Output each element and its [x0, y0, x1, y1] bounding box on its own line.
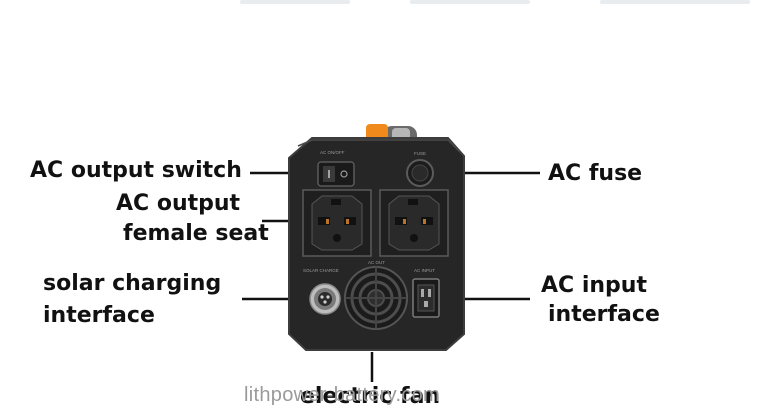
label-ac-output-seat-line1: AC output: [116, 191, 241, 216]
ac-socket-left: [302, 189, 372, 257]
fan-grille: [344, 266, 408, 330]
label-ac-output-switch: AC output switch: [30, 158, 242, 183]
fuse-cap: [406, 159, 434, 187]
label-electric-fan: electric fan: [300, 384, 441, 409]
label-ac-input-line2: interface: [548, 302, 660, 327]
panel-label-solar-charge: SOLAR CHARGE: [303, 268, 339, 273]
top-strip-3: [600, 0, 750, 4]
panel-label-fuse: FUSE: [414, 151, 426, 156]
ac-input-port: [412, 278, 440, 318]
top-strip-1: [240, 0, 350, 4]
ac-socket-right: [379, 189, 449, 257]
ac-switch: [317, 161, 355, 187]
label-ac-input-line1: AC input: [541, 273, 647, 298]
panel-label-ac-out: AC OUT: [368, 260, 385, 265]
watermark: lithpower-battery.com: [244, 384, 440, 406]
panel-label-ac-input: AC INPUT: [414, 268, 435, 273]
label-solar-line2: interface: [43, 303, 155, 328]
top-strip-2: [410, 0, 530, 4]
solar-connector: [309, 283, 341, 315]
label-solar-line1: solar charging: [43, 271, 222, 296]
label-ac-output-seat-line2: female seat: [123, 221, 269, 246]
label-ac-fuse: AC fuse: [548, 161, 643, 186]
panel-label-ac-on-off: AC ON/OFF: [320, 150, 345, 155]
